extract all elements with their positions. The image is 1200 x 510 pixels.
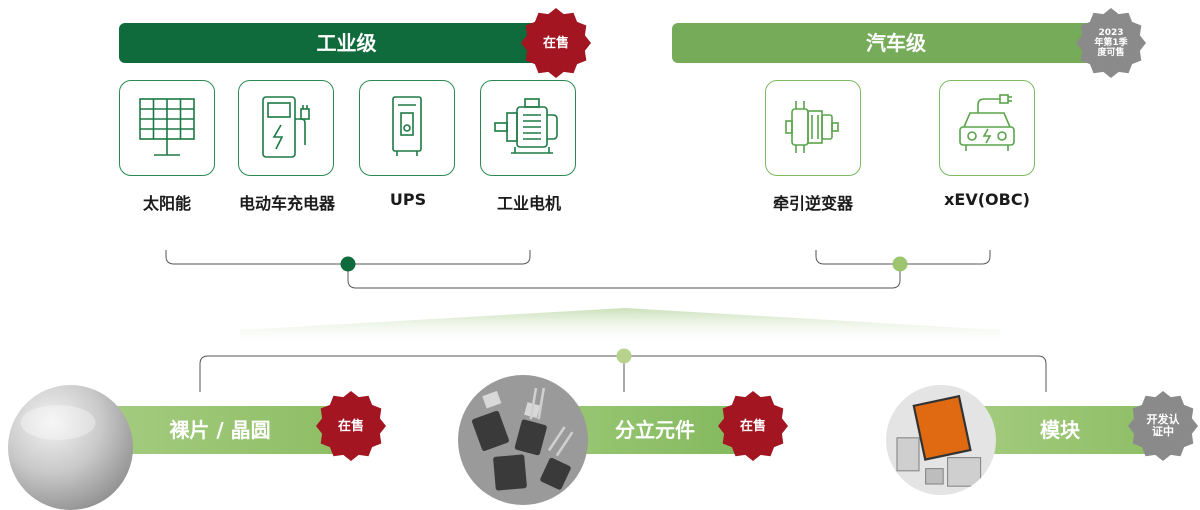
industrial-node (340, 256, 356, 272)
card-ev-charger (238, 80, 334, 176)
discrete-components-image (458, 375, 588, 505)
card-solar (119, 80, 215, 176)
electric-car-icon (959, 94, 1015, 151)
wafer-on-sale-badge: 在售 (316, 391, 386, 461)
on-sale-badge: 在售 (521, 8, 591, 78)
gradient-wedge (240, 308, 1000, 345)
wafer-pill: 裸片 / 晶圆 (105, 406, 335, 454)
label-ups: UPS (389, 190, 427, 209)
traction-motor-icon (785, 101, 839, 153)
industrial-grade-banner: 工业级 (119, 23, 574, 63)
wafer-image (8, 385, 133, 510)
automotive-grade-banner: 汽车级 (672, 23, 1120, 63)
industrial-motor-icon (494, 98, 558, 154)
discrete-pill: 分立元件 (555, 406, 755, 454)
label-industrial-motor: 工业电机 (496, 194, 561, 213)
label-traction-inverter: 牵引逆变器 (772, 194, 853, 213)
ups-icon (392, 96, 422, 156)
availability-badge: 2023 年第1季 度可售 (1076, 8, 1146, 78)
label-ev-charger: 电动车充电器 (238, 194, 335, 213)
ev-charger-icon (262, 96, 310, 158)
solar-panel-icon (139, 98, 195, 156)
module-image (886, 385, 996, 495)
module-in-development-badge: 开发认 证中 (1128, 391, 1198, 461)
card-industrial-motor (480, 80, 576, 176)
label-xev-obc: xEV(OBC) (944, 190, 1030, 209)
card-ups (359, 80, 455, 176)
label-solar: 太阳能 (142, 194, 191, 213)
discrete-on-sale-badge: 在售 (718, 391, 788, 461)
products-node (616, 348, 632, 364)
connector-lines (165, 250, 1047, 392)
joining-bracket (347, 264, 901, 289)
automotive-node (892, 256, 908, 272)
card-traction-inverter (765, 80, 861, 176)
card-xev-obc (939, 80, 1035, 176)
